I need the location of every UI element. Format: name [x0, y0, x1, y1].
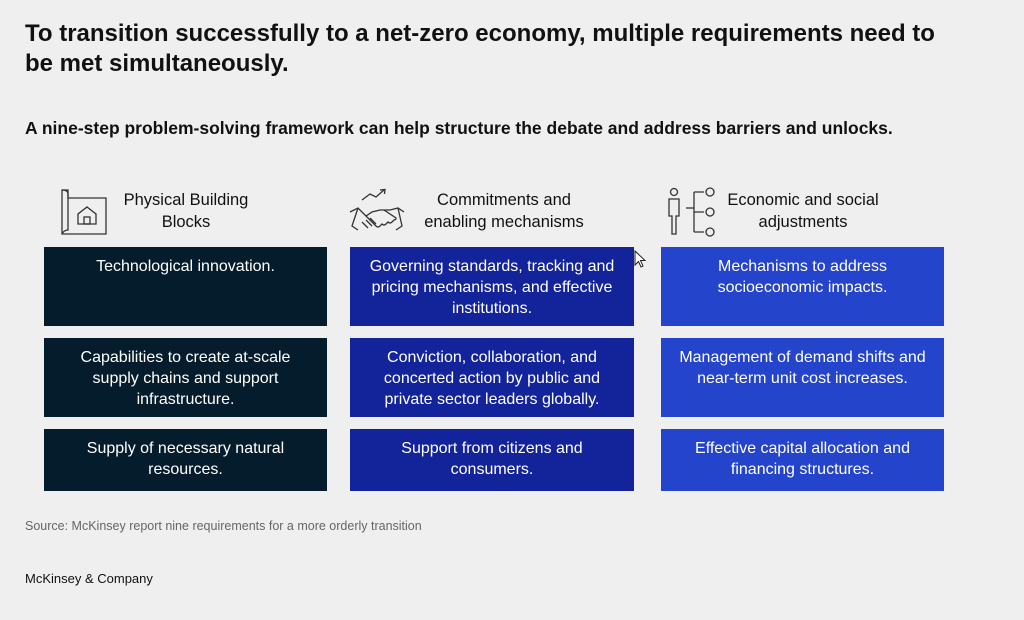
house-blueprint-icon	[58, 186, 110, 243]
column-header-label: Commitments and enabling mechanisms	[424, 191, 584, 231]
requirement-box: Technological innovation.	[44, 247, 327, 326]
requirement-box: Mechanisms to address socioeconomic impa…	[661, 247, 944, 326]
column-header-commitments: Commitments and enabling mechanisms	[348, 186, 608, 240]
page-subtitle: A nine-step problem-solving framework ca…	[25, 118, 893, 138]
column-header-label: Physical Building Blocks	[123, 191, 249, 231]
requirement-box: Capabilities to create at-scale supply c…	[44, 338, 327, 417]
handshake-icon	[348, 186, 406, 243]
requirement-box: Management of demand shifts and near-ter…	[661, 338, 944, 417]
column-header-physical: Physical Building Blocks	[58, 186, 288, 240]
brand-logo-text: McKinsey & Company	[25, 571, 153, 586]
requirement-box: Governing standards, tracking and pricin…	[350, 247, 634, 326]
page-title: To transition successfully to a net-zero…	[25, 20, 935, 77]
requirement-box: Supply of necessary natural resources.	[44, 429, 327, 491]
mouse-cursor-icon	[634, 249, 648, 275]
requirement-box: Effective capital allocation and financi…	[661, 429, 944, 491]
person-network-icon	[664, 186, 720, 247]
requirement-box: Conviction, collaboration, and concerted…	[350, 338, 634, 417]
requirement-box: Support from citizens and consumers.	[350, 429, 634, 491]
source-note: Source: McKinsey report nine requirement…	[25, 519, 422, 533]
column-header-label: Economic and social adjustments	[727, 191, 879, 231]
column-header-economic: Economic and social adjustments	[664, 186, 924, 240]
